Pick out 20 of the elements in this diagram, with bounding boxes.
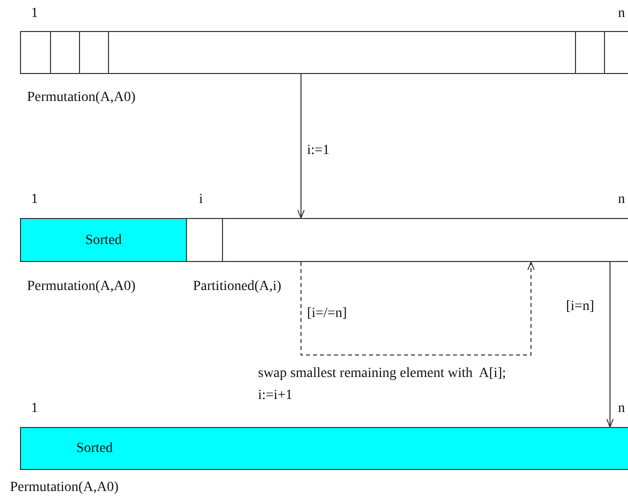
region-label: Sorted bbox=[85, 232, 122, 250]
region-label: Sorted bbox=[76, 440, 113, 458]
array-annotation: 1 bbox=[31, 400, 38, 418]
array-annotation: Partitioned(A,i) bbox=[193, 278, 282, 296]
array-annotation: n bbox=[618, 400, 625, 418]
array-annotation: Permutation(A,A0) bbox=[27, 278, 136, 296]
array-annotation: 1 bbox=[31, 5, 38, 23]
array-annotation: n bbox=[618, 5, 625, 23]
array-annotation: n bbox=[618, 191, 625, 209]
arrow bbox=[297, 74, 305, 218]
array-annotation: 1 bbox=[31, 191, 38, 209]
array-annotation: Permutation(A,A0) bbox=[10, 479, 118, 497]
arrow bbox=[606, 262, 614, 428]
array-annotation: i bbox=[199, 191, 203, 209]
action-note: swap smallest remaining element with A[i]; i:=i+1 bbox=[258, 365, 508, 405]
array-annotation: Permutation(A,A0) bbox=[27, 89, 136, 107]
array-bar bbox=[20, 31, 628, 74]
dashed-loop-arrow bbox=[300, 262, 535, 356]
sorted-region bbox=[21, 219, 187, 261]
array-bar bbox=[20, 218, 628, 262]
